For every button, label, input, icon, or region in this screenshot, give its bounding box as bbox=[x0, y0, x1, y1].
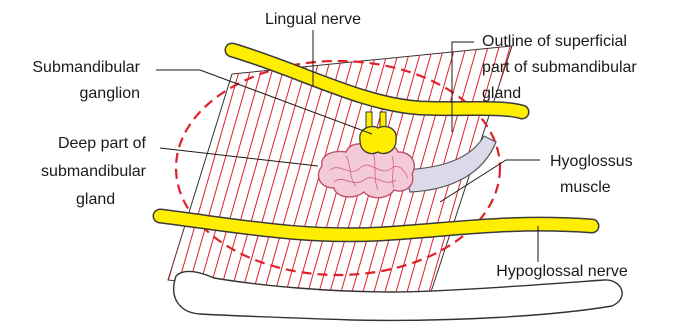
label-hypoglossal-nerve: Hypoglossal nerve bbox=[496, 263, 628, 280]
label-outline-superficial-2: part of submandibular bbox=[482, 59, 637, 76]
muscle-fiber-line bbox=[80, 40, 160, 320]
label-deep-part-1: Deep part of bbox=[58, 135, 147, 152]
label-hyoglossus-2: muscle bbox=[560, 179, 611, 196]
label-submandibular-ganglion-2: ganglion bbox=[80, 85, 141, 102]
label-lingual-nerve: Lingual nerve bbox=[265, 11, 361, 28]
label-deep-part-3: gland bbox=[76, 191, 115, 208]
label-deep-part-2: submandibular bbox=[41, 163, 147, 180]
label-outline-superficial-1: Outline of superficial bbox=[482, 33, 627, 50]
label-submandibular-ganglion-1: Submandibular bbox=[32, 59, 140, 76]
label-hyoglossus-1: Hyoglossus bbox=[550, 153, 633, 170]
muscle-fiber-line bbox=[91, 40, 171, 320]
label-outline-superficial-3: gland bbox=[482, 85, 521, 102]
